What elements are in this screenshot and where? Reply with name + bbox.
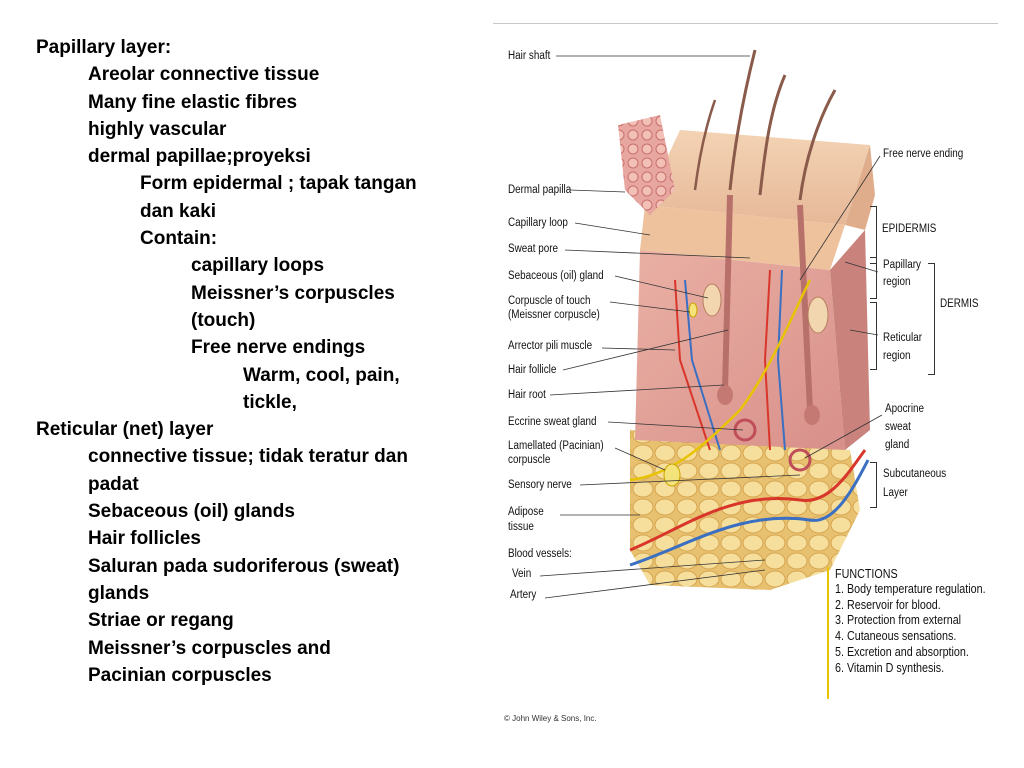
outline-line: Papillary layer:: [36, 37, 172, 58]
label-adipose-tissue: tissue: [508, 521, 534, 533]
outline-line: Form epidermal ; tapak tangan: [140, 173, 417, 195]
label-reticular-region: region: [883, 350, 911, 362]
skin-cross-section-illustration: [539, 49, 883, 599]
outline-line: glands: [88, 582, 150, 604]
label-blood-vessels: Blood vessels:: [508, 548, 572, 560]
slide-outline: Papillary layer: Areolar connective tissu…: [36, 34, 486, 689]
outline-line: Hair follicles: [88, 528, 201, 550]
label-apocrine-gland: gland: [885, 439, 910, 451]
outline-line: Meissner’s corpuscles and: [88, 637, 331, 659]
function-item: 2. Reservoir for blood.: [835, 597, 941, 612]
functions-title: FUNCTIONS: [835, 567, 898, 581]
label-hair-root: Hair root: [508, 389, 546, 401]
label-free-nerve-ending: Free nerve ending: [883, 148, 964, 160]
papillary-bracket: [870, 257, 877, 299]
subcutaneous-layer: [630, 430, 860, 590]
outline-line: Sebaceous (oil) glands: [88, 501, 295, 523]
label-reticular: Reticular: [883, 332, 923, 344]
outline-line: Many fine elastic fibres: [88, 91, 298, 113]
function-item: 5. Excretion and absorption.: [835, 644, 969, 659]
label-epidermis: EPIDERMIS: [882, 223, 937, 235]
function-item: 4. Cutaneous sensations.: [835, 629, 957, 644]
label-corpuscle-touch: Corpuscle of touch: [508, 295, 591, 307]
outline-line: Meissner’s corpuscles: [191, 282, 395, 304]
label-sensory-nerve: Sensory nerve: [508, 479, 572, 491]
label-apocrine: Apocrine: [885, 403, 925, 415]
label-sebaceous-gland: Sebaceous (oil) gland: [508, 270, 604, 282]
label-papillary: Papillary: [883, 259, 921, 271]
outline-line: dermal papillae;proyeksi: [88, 146, 311, 168]
label-papillary-region: region: [883, 276, 911, 288]
label-lamellated-corpuscle: Lamellated (Pacinian): [508, 440, 604, 452]
label-subcutaneous: Subcutaneous: [883, 468, 947, 480]
epidermis-bracket: [870, 206, 877, 264]
label-adipose: Adipose: [508, 506, 544, 518]
outline-line: highly vascular: [88, 118, 227, 140]
figure-top-rule: [493, 23, 998, 24]
function-item: 1. Body temperature regulation.: [835, 582, 986, 596]
outline-line: Contain:: [140, 228, 218, 250]
label-hair-shaft: Hair shaft: [508, 50, 551, 62]
outline-line: dan kaki: [140, 200, 217, 222]
figure-credit: © John Wiley & Sons, Inc.: [504, 714, 597, 723]
functions-list: 1. Body temperature regulation. 2. Reser…: [835, 582, 1010, 676]
skin-anatomy-figure: Hair shaft Dermal papilla Capillary loop…: [500, 30, 1010, 730]
label-apocrine-sweat: sweat: [885, 421, 911, 433]
subcutaneous-bracket: [870, 462, 877, 508]
outline-line: Areolar connective tissue: [88, 64, 320, 86]
function-item: 6. Vitamin D synthesis.: [835, 660, 945, 675]
outline-line: Striae or regang: [88, 610, 234, 632]
reticular-bracket: [870, 302, 877, 370]
outline-line: Reticular (net) layer: [36, 419, 214, 441]
outline-line: (touch): [191, 309, 256, 331]
label-vein: Vein: [512, 568, 532, 580]
label-hair-follicle: Hair follicle: [508, 364, 557, 376]
outline-line: capillary loops: [191, 255, 325, 277]
function-item: 3. Protection from external: [835, 613, 962, 628]
dermal-papillae-flap: [618, 115, 675, 215]
label-arrector-pili: Arrector pili muscle: [508, 340, 593, 352]
epidermis-front: [640, 205, 845, 270]
label-subcutaneous-layer: Layer: [883, 487, 908, 499]
outline-line: Warm, cool, pain,: [243, 364, 400, 386]
label-lamellated-corpuscle-2: corpuscle: [508, 454, 551, 466]
label-eccrine-gland: Eccrine sweat gland: [508, 416, 597, 428]
outline-line: tickle,: [243, 391, 297, 413]
outline-line: Free nerve endings: [191, 337, 366, 359]
label-capillary-loop: Capillary loop: [508, 217, 568, 229]
outline-line: padat: [88, 473, 139, 495]
label-sweat-pore: Sweat pore: [508, 243, 559, 255]
label-meissner-corpuscle: (Meissner corpuscle): [508, 309, 600, 321]
label-artery: Artery: [510, 589, 537, 601]
label-dermis: DERMIS: [940, 298, 979, 310]
functions-box: FUNCTIONS 1. Body temperature regulation…: [827, 567, 1010, 699]
outline-line: connective tissue; tidak teratur dan: [88, 446, 408, 468]
outline-line: Pacinian corpuscles: [88, 664, 272, 686]
outline-line: Saluran pada sudoriferous (sweat): [88, 555, 400, 577]
label-dermal-papilla: Dermal papilla: [508, 184, 572, 196]
dermis-bracket: [928, 263, 935, 375]
dermis-side: [830, 230, 870, 450]
